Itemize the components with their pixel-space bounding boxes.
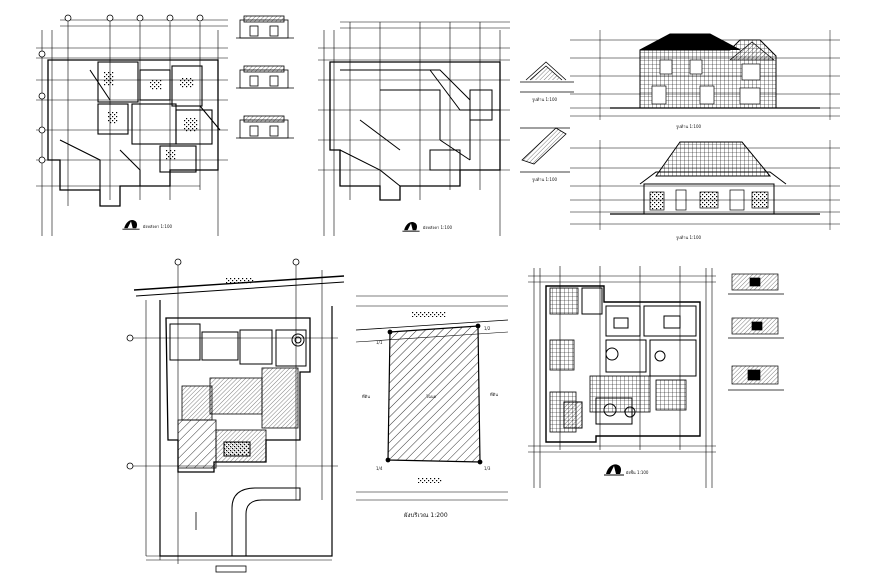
land-plot	[355, 295, 509, 501]
land-plot-caption: ผังบริเวณ 1:200	[404, 512, 448, 519]
site-plan	[126, 258, 345, 573]
elevation-1-caption: รูปด้าน 1:100	[676, 124, 702, 130]
furnished-floor-plan-caption: ผังพื้น 1:100	[626, 468, 649, 475]
north-arrow-icon	[402, 221, 420, 232]
floor-plan-roof-1	[36, 14, 228, 236]
plot-corner-bl: 1/4	[376, 466, 383, 471]
plot-side-right: ที่ดิน	[490, 392, 499, 397]
plot-corner-tr: 1/2	[484, 326, 491, 331]
plot-corner-br: 1/3	[484, 466, 491, 471]
section-details-stack-1	[236, 15, 294, 139]
plot-corner-tl: 1/1	[376, 340, 383, 345]
north-arrow-icon	[122, 219, 140, 230]
elevation-2-caption: รูปด้าน 1:100	[676, 235, 702, 241]
roof-section-details	[520, 61, 574, 173]
roof-section-details-caption-1: รูปด้าน 1:100	[532, 97, 558, 103]
roof-plan-2-caption: ผังหลังคา 1:100	[423, 225, 453, 230]
north-arrow-icon	[604, 463, 624, 476]
plot-center: โฉนด	[426, 394, 437, 399]
elevation-2	[570, 140, 840, 230]
detail-sections-stack-2	[728, 273, 784, 391]
roof-plan-2	[318, 21, 510, 236]
roof-section-details-caption-2: รูปด้าน 1:100	[532, 177, 558, 183]
elevation-1	[570, 30, 840, 120]
furnished-floor-plan	[528, 266, 716, 488]
floor-plan-roof-1-caption: ผังหลังคา 1:100	[143, 224, 173, 229]
plot-side-left: ที่ดิน	[362, 394, 371, 399]
